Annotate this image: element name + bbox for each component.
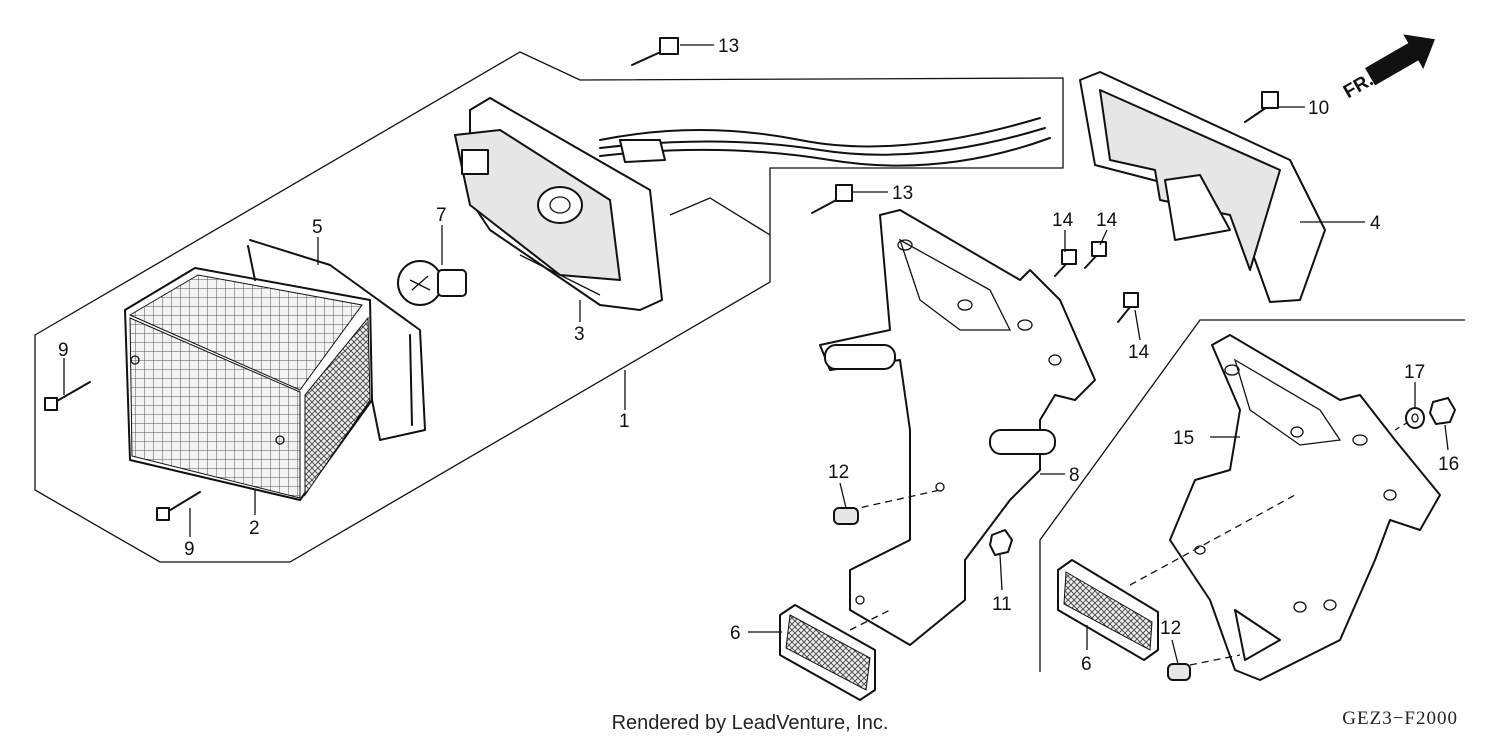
callout-12b: 12 [1160, 618, 1181, 639]
bulb [397, 260, 467, 306]
callout-14a: 14 [1052, 210, 1074, 231]
rear-cover [1079, 71, 1326, 303]
assembly-outline [34, 51, 1064, 563]
callout-8: 8 [1069, 465, 1080, 486]
callout-17: 17 [1404, 362, 1425, 383]
callout-9a: 9 [58, 340, 69, 361]
callout-5: 5 [312, 217, 323, 238]
callout-14c: 14 [1128, 342, 1150, 363]
tail-light-lens [124, 267, 373, 501]
alternate-bracket [1039, 319, 1465, 681]
callout-13a: 13 [718, 36, 739, 57]
callout-4: 4 [1370, 213, 1381, 234]
callout-14b: 14 [1096, 210, 1118, 231]
callout-6b: 6 [1081, 654, 1092, 675]
callout-1: 1 [619, 411, 630, 432]
callout-12a: 12 [828, 462, 849, 483]
callout-13b: 13 [892, 183, 913, 204]
callout-15: 15 [1173, 428, 1194, 449]
front-direction-arrow: FR. [1340, 34, 1435, 103]
callout-3: 3 [574, 324, 585, 345]
callout-2: 2 [249, 518, 260, 539]
callout-10: 10 [1308, 98, 1329, 119]
callout-6a: 6 [730, 623, 741, 644]
callout-labels: 13 13 10 4 5 7 3 1 2 9 9 14 14 14 8 12 1… [58, 36, 1459, 675]
callout-11: 11 [992, 594, 1012, 615]
fasteners [44, 37, 1456, 681]
tail-light-housing [454, 97, 1051, 311]
callout-7: 7 [436, 205, 447, 226]
callout-16: 16 [1438, 454, 1459, 475]
lens-gasket [247, 239, 426, 441]
diagram-code: GEZ3−F2000 [1342, 708, 1458, 729]
leader-lines [63, 44, 1449, 665]
callout-9b: 9 [184, 539, 195, 560]
credit-text: Rendered by LeadVenture, Inc. [611, 712, 889, 734]
license-bracket [819, 209, 1096, 646]
reflector-left [779, 604, 876, 701]
reflector-right [1057, 559, 1159, 661]
